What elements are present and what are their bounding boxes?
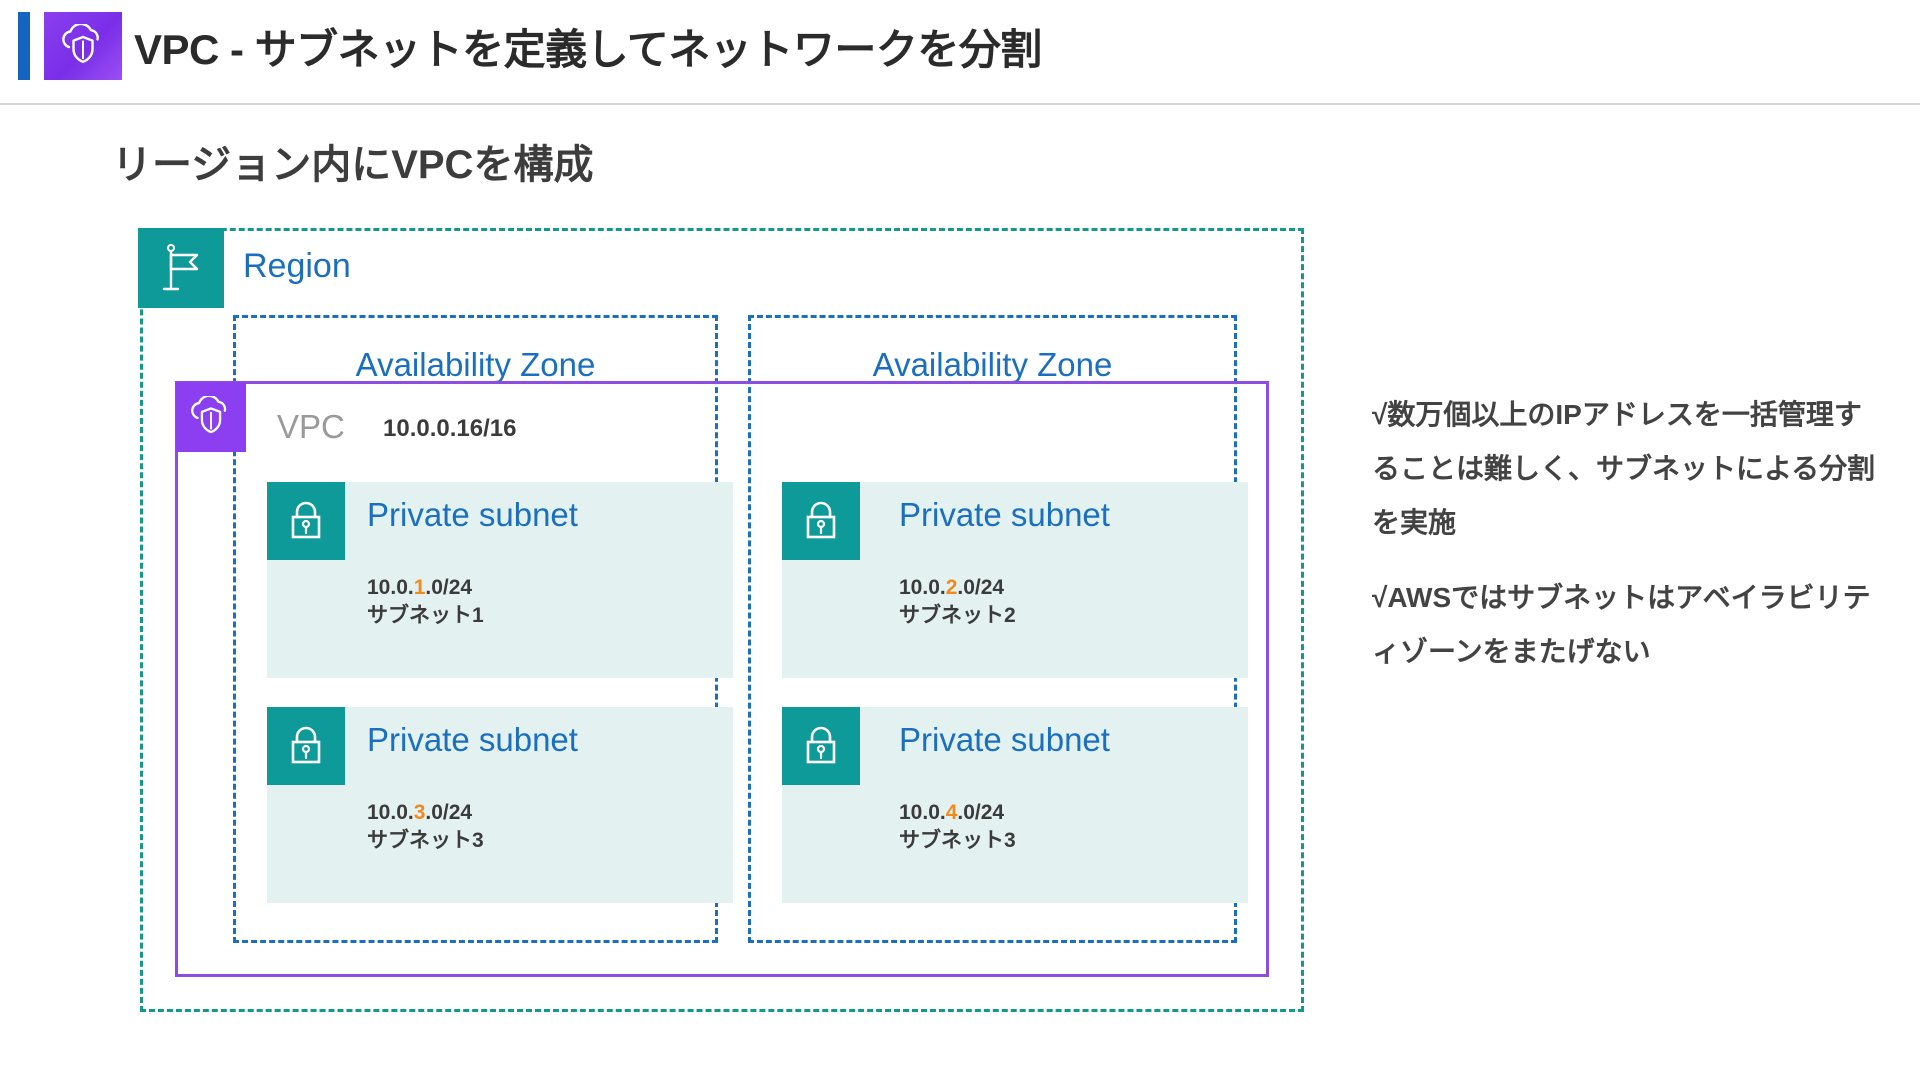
- subnet-cidr-octet: 2: [945, 576, 958, 599]
- lock-icon: [267, 482, 345, 560]
- subnet-cidr-octet: 3: [413, 801, 426, 824]
- slide-header: VPC - サブネットを定義してネットワークを分割: [0, 0, 1920, 105]
- header-accent-bar: [18, 12, 30, 80]
- subnet-card: Private subnet 10.0.2.0/24 サブネット2: [782, 482, 1248, 678]
- region-container: [140, 228, 1304, 1012]
- subnet-card: Private subnet 10.0.3.0/24 サブネット3: [267, 707, 733, 903]
- section-subtitle: リージョン内にVPCを構成: [112, 143, 594, 187]
- region-label: Region: [243, 247, 351, 285]
- subnet-title: Private subnet: [367, 496, 578, 533]
- subnet-name: サブネット3: [899, 828, 1016, 852]
- subnet-cidr: 10.0.4.0/24: [899, 801, 1005, 824]
- subnet-title: Private subnet: [899, 496, 1110, 533]
- vpc-cidr-value: 10.0.0.16/16: [383, 415, 517, 442]
- lock-icon: [782, 707, 860, 785]
- subnet-cidr-octet: 1: [413, 576, 426, 599]
- vpc-cloud-shield-icon: [44, 12, 122, 80]
- subnet-cidr-octet: 4: [945, 801, 958, 824]
- subnet-title: Private subnet: [367, 721, 578, 758]
- flag-icon: [138, 228, 224, 308]
- vpc-container: [175, 381, 1269, 977]
- subnet-meta: 10.0.4.0/24 サブネット3: [899, 799, 1016, 854]
- note-item: √数万個以上のIPアドレスを一括管理することは難しく、サブネットによる分割を実施: [1372, 399, 1876, 538]
- subnet-name: サブネット3: [367, 828, 484, 852]
- subnet-name: サブネット2: [899, 603, 1016, 627]
- lock-icon: [782, 482, 860, 560]
- page-title: VPC - サブネットを定義してネットワークを分割: [134, 25, 1042, 73]
- subnet-cidr: 10.0.3.0/24: [367, 801, 473, 824]
- availability-zone-label-1: Availability Zone: [355, 346, 596, 383]
- availability-zone-label-2: Availability Zone: [872, 346, 1113, 383]
- subnet-card: Private subnet 10.0.1.0/24 サブネット1: [267, 482, 733, 678]
- subnet-name: サブネット1: [367, 603, 484, 627]
- note-item: √AWSではサブネットはアベイラビリティゾーンをまたげない: [1372, 582, 1871, 667]
- subnet-cidr: 10.0.2.0/24: [899, 576, 1005, 599]
- subnet-meta: 10.0.2.0/24 サブネット2: [899, 574, 1016, 629]
- lock-icon: [267, 707, 345, 785]
- notes-panel: √数万個以上のIPアドレスを一括管理することは難しく、サブネットによる分割を実施…: [1372, 388, 1882, 679]
- subnet-meta: 10.0.3.0/24 サブネット3: [367, 799, 484, 854]
- subnet-title: Private subnet: [899, 721, 1110, 758]
- subnet-cidr: 10.0.1.0/24: [367, 576, 473, 599]
- vpc-label: VPC: [277, 408, 345, 445]
- subnet-card: Private subnet 10.0.4.0/24 サブネット3: [782, 707, 1248, 903]
- subnet-meta: 10.0.1.0/24 サブネット1: [367, 574, 484, 629]
- header-divider: [0, 103, 1920, 105]
- vpc-cloud-shield-icon: [176, 382, 246, 452]
